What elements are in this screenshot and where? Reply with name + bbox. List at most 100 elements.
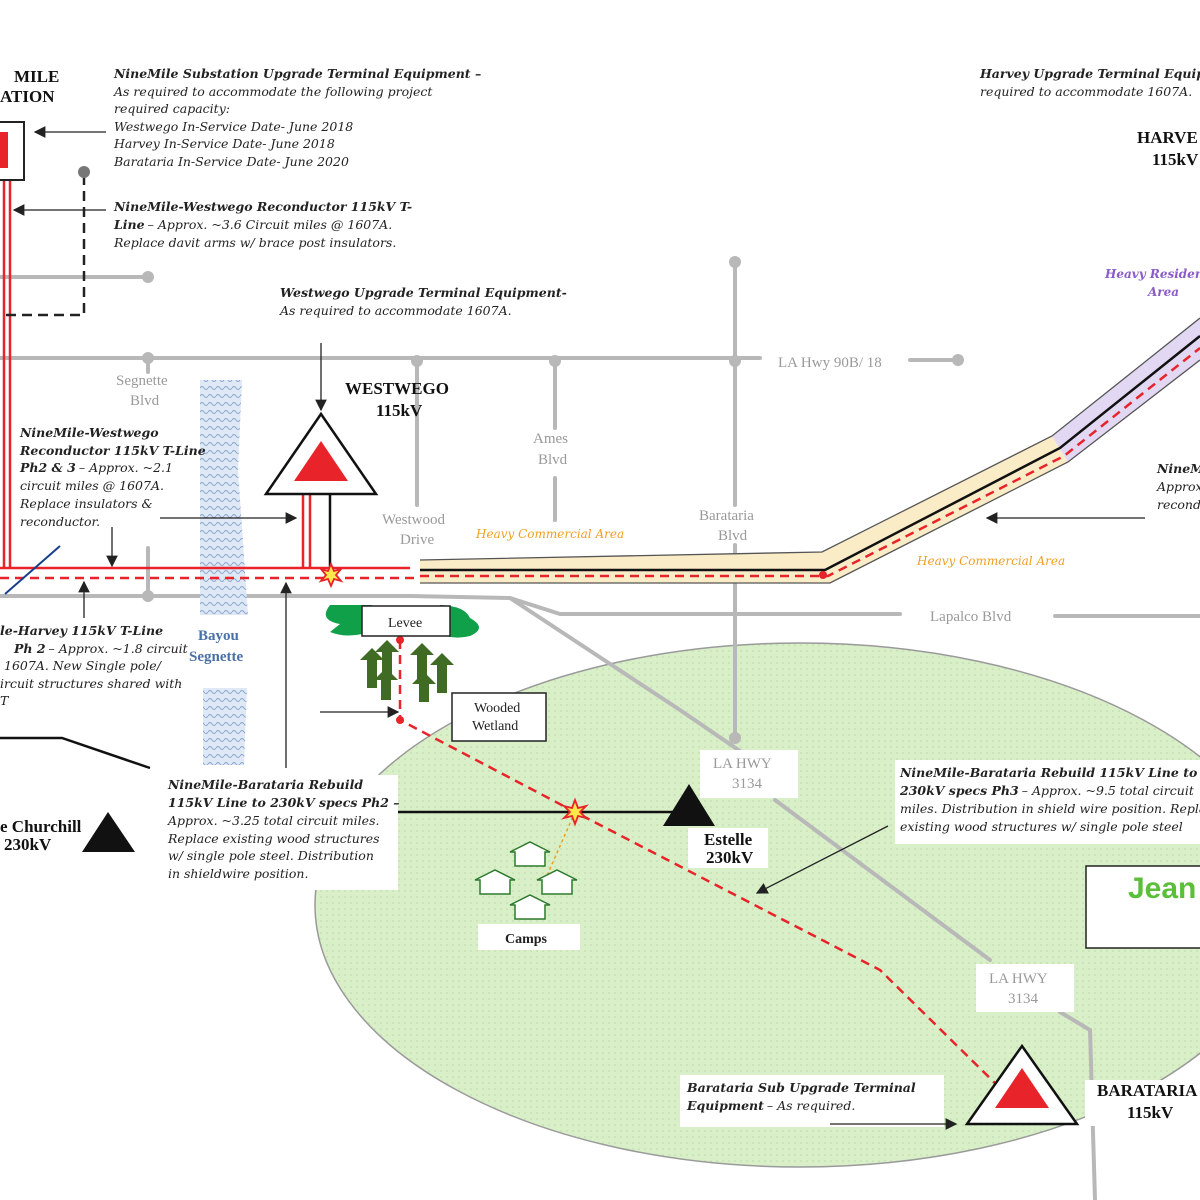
existing-line-west — [0, 736, 151, 770]
nb-ph3-line: miles. Distribution in shield wire posit… — [900, 801, 1200, 816]
nw-ph23-title-2: Reconductor 115kV T-Line — [19, 443, 206, 458]
la-hwy-3134-label-b: LA HWY — [989, 971, 1048, 987]
ames-blvd-label-2: Blvd — [538, 452, 568, 468]
nw-recond-title: NineMile-Westwego Reconductor 115kV T- — [113, 199, 412, 214]
ninemile-upgrade-title: NineMile Substation Upgrade Terminal Equ… — [113, 66, 481, 81]
segnette-blvd-label: Segnette — [116, 373, 168, 389]
barataria-blvd-label: Barataria — [699, 508, 754, 524]
leader-arrows — [12, 126, 1145, 1130]
churchill-kv: 230kV — [4, 835, 52, 854]
ninemile-title-2: ATION — [0, 87, 55, 106]
lapalco-blvd-label: Lapalco Blvd — [930, 609, 1012, 625]
estelle-kv: 230kV — [706, 848, 754, 867]
nb-ph2-line: Replace existing wood structures — [167, 831, 380, 846]
nw-ph23-title: NineMile-Westwego — [19, 425, 159, 440]
barataria-note-box — [680, 1075, 944, 1127]
la-hwy-box-2 — [976, 964, 1074, 1012]
crossing-star-westwego — [318, 561, 344, 589]
nb-ph2-line: in shieldwire position. — [168, 866, 308, 881]
estelle-name: Estelle — [704, 830, 753, 849]
wooded-wetland-label-2: Wetland — [472, 719, 518, 734]
estelle-label-box — [688, 828, 768, 868]
ph3-note-box — [895, 760, 1200, 844]
camps-label: Camps — [505, 932, 548, 947]
harvey-kv: 115kV — [1152, 150, 1199, 169]
westwood-drive-label-2: Drive — [400, 532, 434, 548]
ninemile-upgrade-line: required capacity: — [114, 101, 230, 116]
ninemile-right-line: Approx — [1156, 479, 1200, 494]
estelle-substation-symbol[interactable] — [663, 784, 715, 826]
corridor-outline — [419, 317, 1200, 584]
barataria-substation-symbol[interactable] — [964, 1043, 1080, 1126]
road-nodes — [142, 256, 964, 744]
heavy-residential-label-2: Area — [1147, 285, 1179, 299]
nw-ph23-line: circuit miles @ 1607A. — [20, 478, 164, 493]
barataria-blvd-label-2: Blvd — [718, 528, 748, 544]
nb-ph3-line: 230kV specs Ph3– Approx. ~9.5 total circ… — [899, 783, 1195, 798]
westwego-substation-symbol[interactable] — [263, 411, 379, 496]
heavy-residential-corridor — [1052, 318, 1200, 462]
camps-box — [478, 924, 580, 950]
nb-ph2-title-2: 115kV Line to 230kV specs Ph2 – — [168, 795, 400, 810]
barataria-upgrade-title: Barataria Sub Upgrade Terminal — [686, 1080, 916, 1095]
nw-ph23-line: reconductor. — [20, 514, 100, 529]
ninemile-right-title: NineMi — [1156, 461, 1200, 476]
ninemile-title: MILE — [14, 67, 59, 86]
heavy-residential-label: Heavy Residen — [1104, 267, 1200, 281]
camps-link — [544, 811, 576, 881]
new-line-corridor — [420, 347, 1200, 578]
la-hwy-3134-label-b-2: 3134 — [1008, 991, 1039, 1007]
nw-recond-line: Replace davit arms w/ brace post insulat… — [113, 235, 396, 250]
barataria-kv: 115kV — [1127, 1103, 1174, 1122]
nb-ph2-title: NineMile-Barataria Rebuild — [167, 777, 363, 792]
levee-symbol — [325, 605, 479, 638]
ninemile-right-line: recond — [1157, 497, 1200, 512]
levee-label: Levee — [388, 616, 422, 631]
camps-houses — [474, 841, 578, 920]
westwego-kv: 115kV — [376, 401, 423, 420]
nw-ph23-line: Ph2 & 3– Approx. ~2.1 — [19, 460, 173, 475]
nb-ph3-line: existing wood structures w/ single pole … — [900, 819, 1183, 834]
ninemile-upgrade-line: Westwego In-Service Date- June 2018 — [114, 119, 353, 134]
barataria-name: BARATARIA — [1097, 1081, 1198, 1100]
segnette-blvd-label-2: Blvd — [130, 393, 160, 409]
la-hwy-3134-label-2: 3134 — [732, 776, 763, 792]
la-hwy-3134-label: LA HWY — [713, 756, 772, 772]
nb-ph2-line: w/ single pole steel. Distribution — [168, 848, 374, 863]
nh-line: 1607A. New Single pole/ — [4, 658, 163, 673]
barataria-label-box — [1085, 1080, 1200, 1126]
nw-recond-line: Line– Approx. ~3.6 Circuit miles @ 1607A… — [113, 217, 392, 232]
barataria-upgrade-line: Equipment– As required. — [686, 1098, 855, 1113]
churchill-substation-symbol[interactable] — [82, 812, 135, 852]
ninemile-upgrade-line: As required to accommodate the following… — [113, 84, 433, 99]
jean-label: Jean — [1128, 872, 1196, 905]
la-hwy-box-1 — [700, 750, 798, 798]
bayou-label: Bayou — [198, 628, 239, 644]
ames-blvd-label: Ames — [533, 431, 568, 447]
heavy-commercial-label: Heavy Commercial Area — [475, 527, 624, 541]
bayou-label-2: Segnette — [189, 649, 243, 665]
bayou-segnette-water — [200, 380, 248, 615]
wooded-wetland-label: Wooded — [474, 701, 520, 716]
ninemile-upgrade-line: Harvey In-Service Date- June 2018 — [113, 136, 335, 151]
ninemile-upgrade-line: Barataria In-Service Date- June 2020 — [113, 154, 349, 169]
nh-line: T — [0, 693, 10, 708]
ph2-note-box — [162, 775, 398, 890]
churchill-name: e Churchill — [0, 817, 82, 836]
nh-line: Ph 2– Approx. ~1.8 circuit — [13, 641, 189, 656]
nb-ph2-line: Approx. ~3.25 total circuit miles. — [167, 813, 379, 828]
ninemile-dashed-bus — [0, 175, 86, 317]
ninemile-westwego-line — [0, 180, 410, 570]
crossing-star-estelle — [561, 797, 589, 827]
harvey-upgrade-title: Harvey Upgrade Terminal Equipm — [979, 66, 1200, 81]
la-hwy-90b-label: LA Hwy 90B/ 18 — [778, 355, 882, 371]
nh-title: le-Harvey 115kV T-Line — [0, 623, 163, 638]
westwego-name: WESTWEGO — [345, 379, 449, 398]
jean-box — [1085, 865, 1200, 949]
westwood-drive-label: Westwood — [382, 512, 445, 528]
heavy-commercial-label-2: Heavy Commercial Area — [916, 554, 1065, 568]
nw-ph23-line: Replace insulators & — [19, 496, 153, 511]
westwego-upgrade-line: As required to accommodate 1607A. — [279, 303, 512, 318]
harvey-name: HARVE — [1137, 128, 1198, 147]
